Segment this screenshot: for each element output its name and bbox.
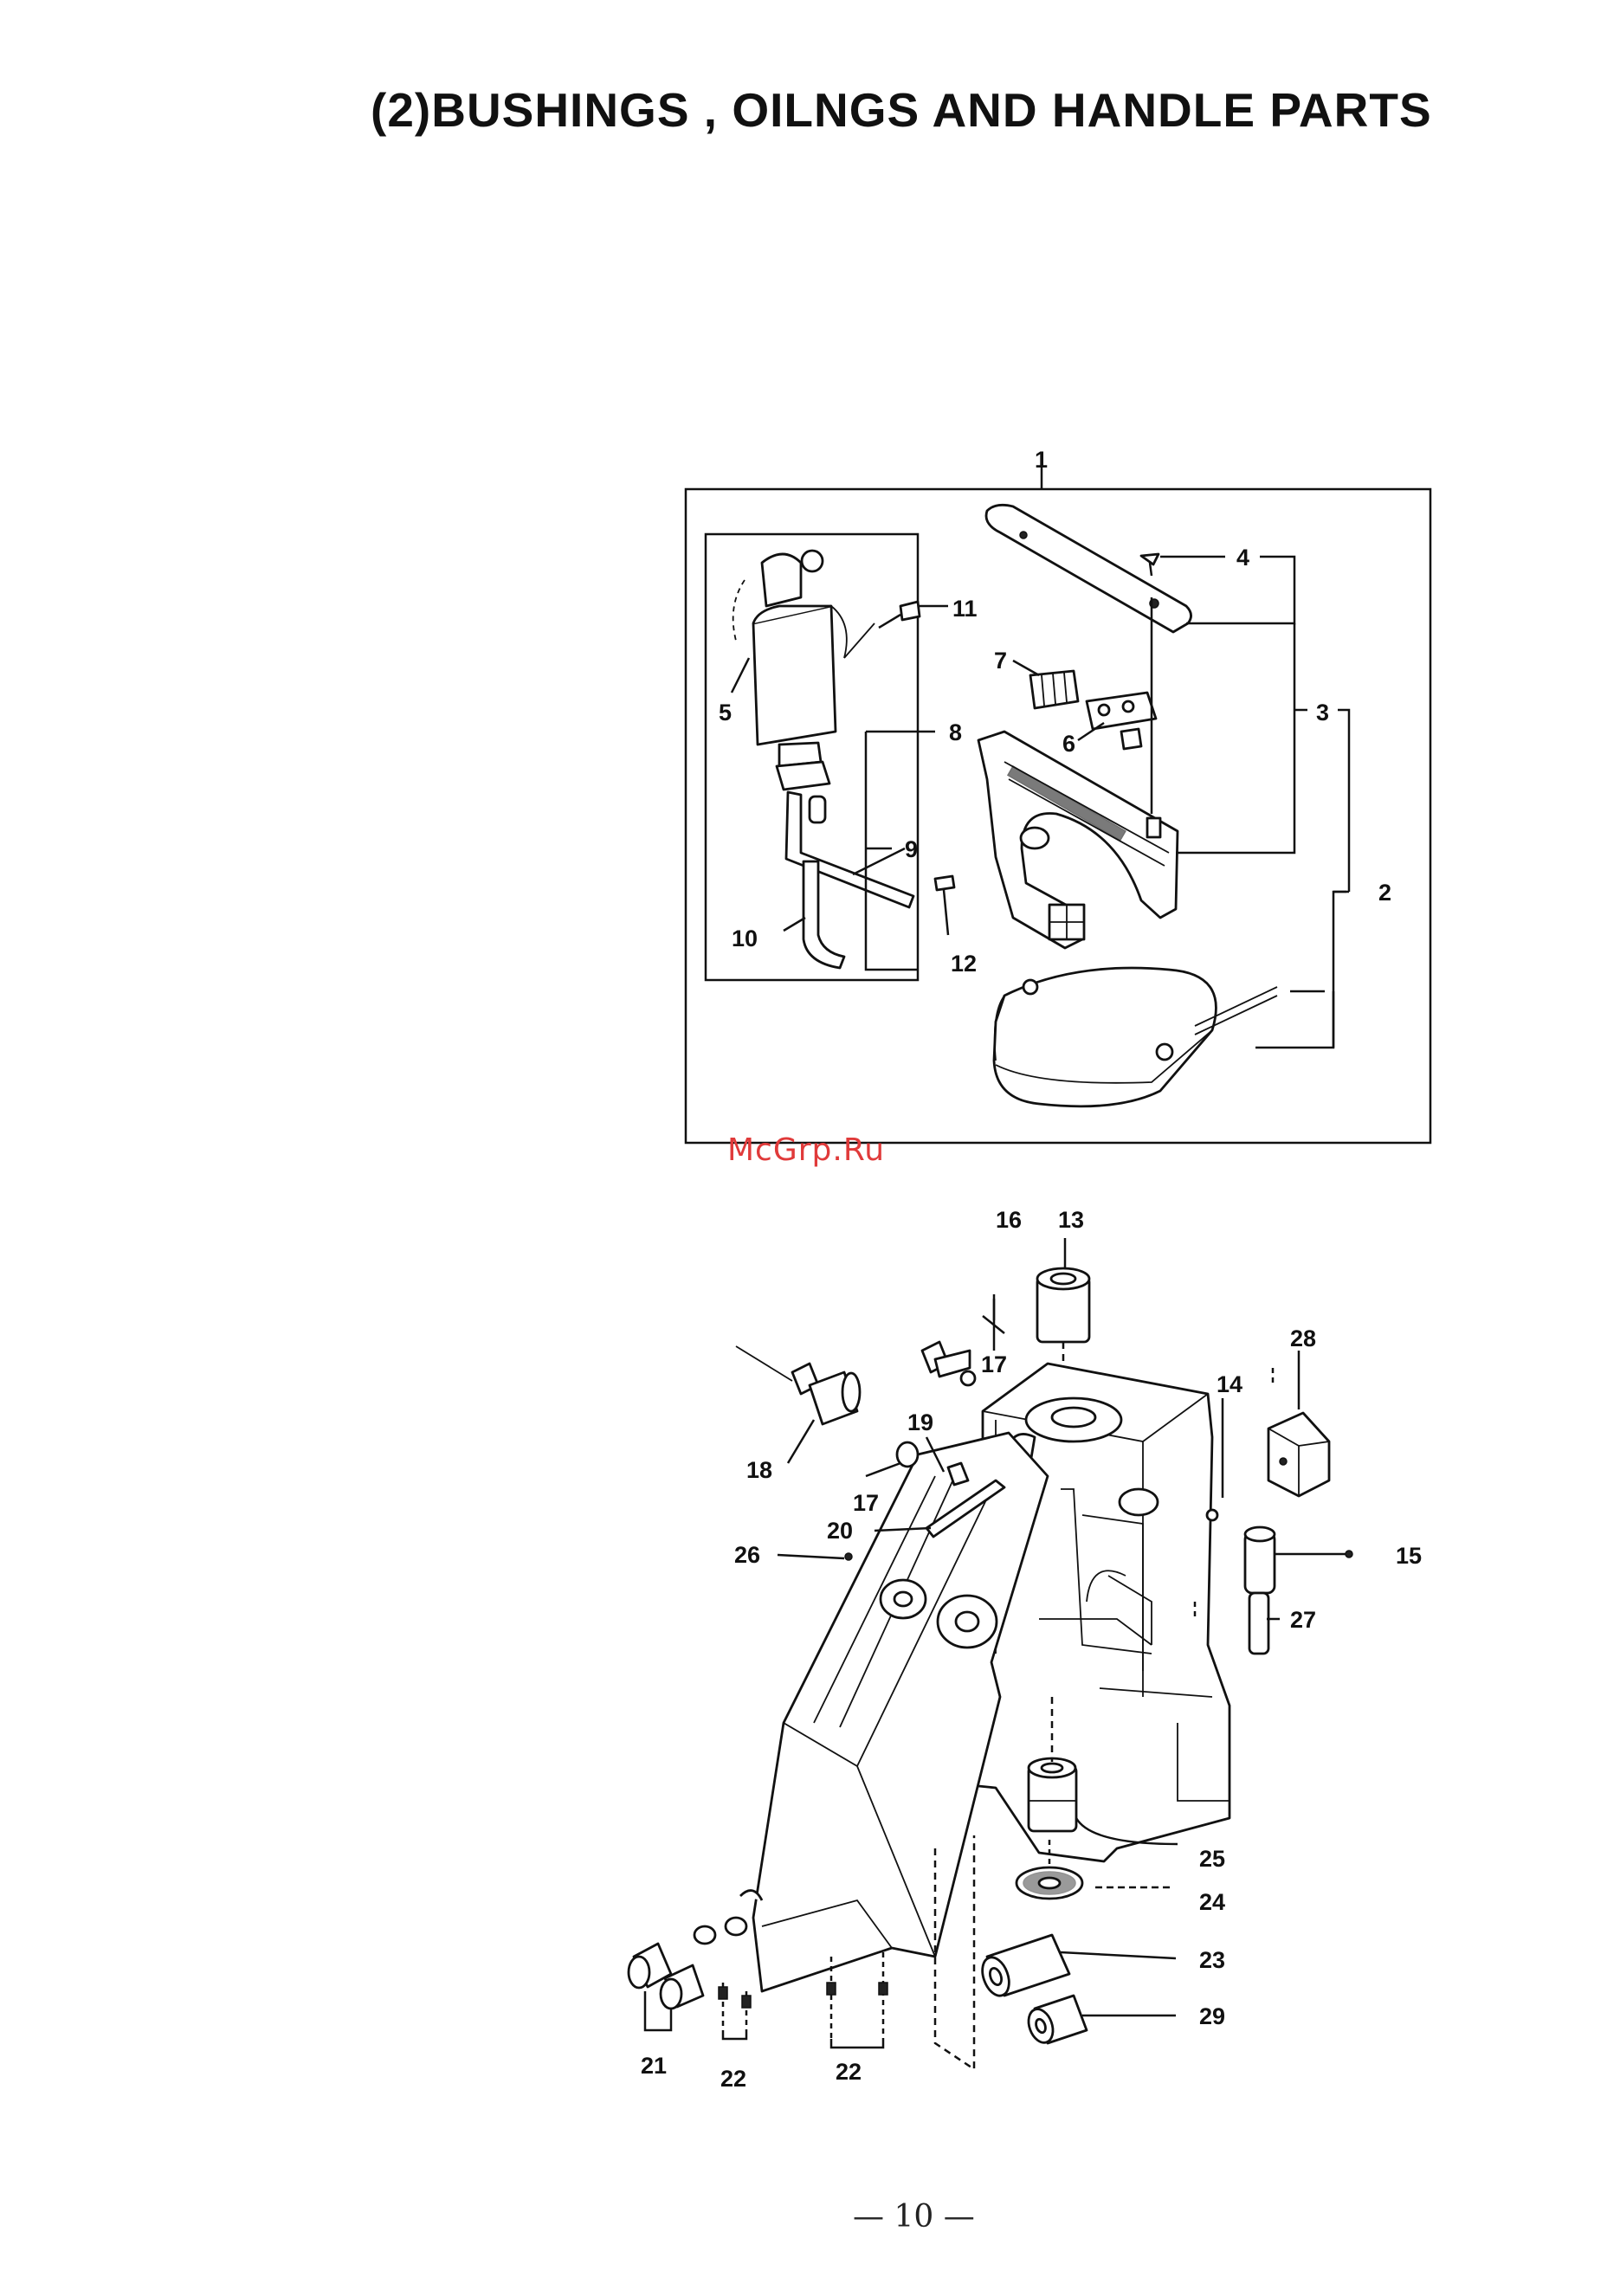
callout-4: 4 [1236,545,1249,571]
callout-27: 27 [1290,1607,1316,1633]
callout-21: 21 [641,2053,667,2079]
oil-tank-part [733,551,875,790]
callout-14: 14 [1217,1371,1242,1397]
callout-19: 19 [907,1409,933,1435]
callout-6: 6 [1062,731,1075,757]
callout-22-left: 22 [720,2066,746,2092]
callout-25: 25 [1199,1846,1225,1872]
bushing-part-29 [1024,1996,1087,2046]
washer-part-24 [1017,1867,1082,1899]
screw-part-12 [935,876,954,935]
bracket-part [978,732,1178,948]
handle-arm [694,1433,1048,1991]
callout-23: 23 [1199,1947,1225,1973]
callout-17-upper: 17 [981,1351,1007,1377]
cover-part [994,968,1277,1106]
watermark-text: McGrp.Ru [727,1132,885,1168]
callout-10: 10 [732,925,758,951]
block-part-28 [1268,1413,1329,1496]
callout-15: 15 [1396,1543,1422,1569]
callout-22-right: 22 [836,2059,862,2085]
callout-16: 16 [996,1207,1022,1233]
callout-9: 9 [905,836,918,862]
callout-12: 12 [951,951,977,977]
callout-18: 18 [746,1457,772,1483]
callout-1: 1 [1035,447,1048,473]
callout-5: 5 [719,700,732,726]
callout-26: 26 [734,1542,760,1568]
callout-13: 13 [1058,1207,1084,1233]
callout-28: 28 [1290,1325,1316,1351]
handle-bar-part [986,505,1191,632]
block-part-7 [1030,671,1078,708]
callout-7: 7 [994,648,1007,674]
bushing-part-23 [978,1935,1069,1999]
callout-24: 24 [1199,1889,1225,1915]
callout-3: 3 [1316,700,1329,726]
part-18 [736,1346,860,1424]
bushing-part-21 [629,1944,703,2009]
callout-17-lower: 17 [853,1490,879,1516]
callout-2: 2 [1378,880,1391,906]
callout-20: 20 [827,1518,853,1544]
bushing-part-13 [1037,1268,1089,1342]
callout-8: 8 [949,719,962,745]
page-number: — 10 — [853,2199,975,2235]
pin-part-27 [1245,1527,1275,1654]
callout-29: 29 [1199,2003,1225,2029]
block-part-6 [1087,693,1156,749]
callout-11: 11 [952,596,978,622]
screw-part-11 [879,602,920,628]
screw-part-4 [1141,554,1159,576]
bushing-part-25 [1029,1758,1076,1831]
